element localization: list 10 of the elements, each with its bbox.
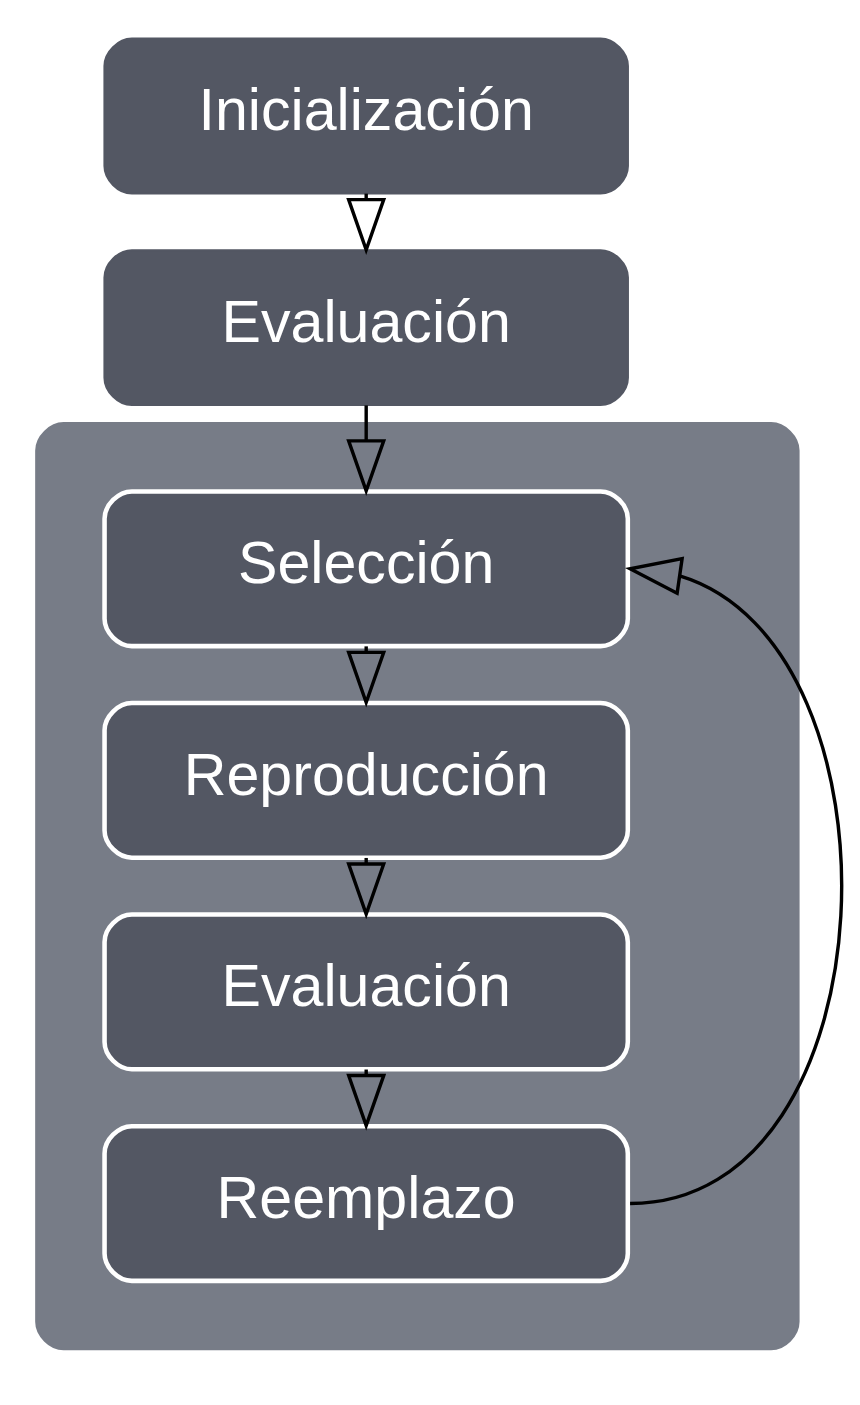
node-box: Evaluación xyxy=(102,248,629,406)
cluster xyxy=(34,421,800,1350)
node-box: Inicialización xyxy=(102,37,629,195)
node-box: Reemplazo xyxy=(101,1123,630,1283)
node-box: Selección xyxy=(101,488,630,648)
node-box: Reproducción xyxy=(101,700,630,860)
arrow xyxy=(345,645,386,708)
arrow xyxy=(345,404,386,496)
arrow xyxy=(624,555,843,1205)
node-box: Evaluación xyxy=(101,911,630,1072)
